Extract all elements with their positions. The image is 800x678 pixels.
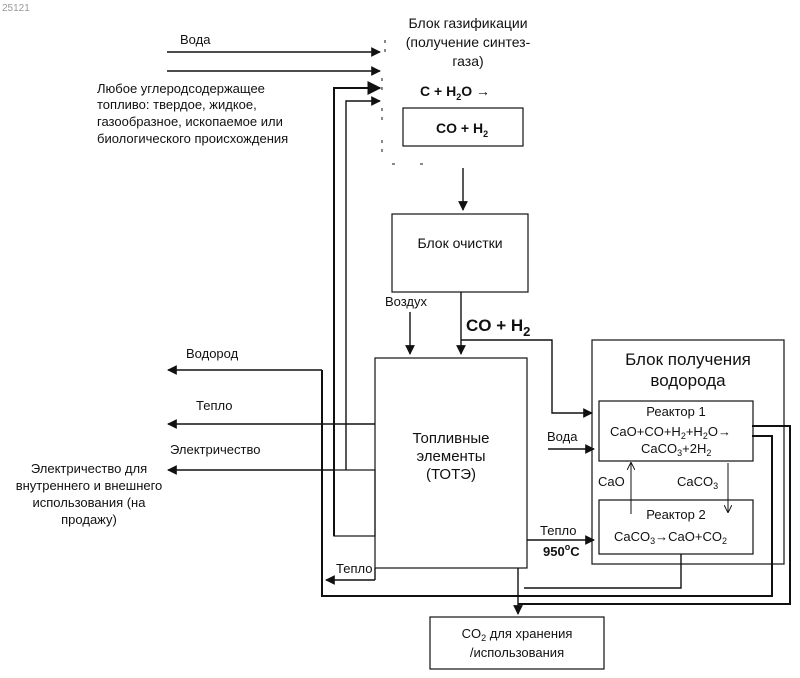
heat-return-label: Тепло — [336, 561, 372, 576]
fuel-label-line-4: биологического происхождения — [97, 131, 288, 146]
hydrogen-production-block: Блок получения водорода Реактор 1 CaO+CO… — [547, 340, 784, 564]
electricity-use-line-3: использования (на — [33, 495, 147, 510]
reactor-1-equation-line-2: CaCO3+2H2 — [641, 441, 711, 458]
fuel-cell-title-line-1: Топливные — [413, 430, 490, 447]
reactor-1-title: Реактор 1 — [646, 404, 706, 419]
hydrogen-block-water-label: Вода — [547, 429, 578, 444]
co2-box-line-2: /использования — [470, 645, 564, 660]
electricity-junction-box — [334, 470, 375, 536]
reactor-2-title: Реактор 2 — [646, 507, 706, 522]
electricity-use-line-4: продажу) — [61, 512, 117, 527]
co2-storage-block: CO2 для хранения /использования — [430, 617, 604, 669]
reactor-1-equation-line-1: CaO+CO+H2+H2O→ — [610, 424, 731, 441]
heat-to-reactor-label: Тепло — [540, 523, 576, 538]
cleaning-title: Блок очистки — [417, 235, 502, 251]
cao-transfer-label: CaO — [598, 474, 625, 489]
fuel-label-line-2: топливо: твердое, жидкое, — [97, 97, 257, 112]
hydrogen-output-label: Водород — [186, 346, 239, 361]
cleaning-block: Блок очистки — [392, 214, 528, 292]
gasification-reaction-top: C + H2O → — [420, 83, 490, 102]
fuel-label-line-1: Любое углеродсодержащее — [97, 81, 265, 96]
gasification-reaction-product: CO + H2 — [436, 120, 488, 139]
caco3-transfer-label: CaCO3 — [677, 474, 718, 491]
gasification-title-line-1: Блок газификации — [408, 15, 527, 31]
electricity-use-line-2: внутреннего и внешнего — [16, 478, 163, 493]
gasification-title-line-3: газа) — [452, 53, 483, 69]
heat-output-label: Тепло — [196, 398, 232, 413]
fuel-label-line-3: газообразное, ископаемое или — [97, 114, 283, 129]
water-input-label: Вода — [180, 32, 211, 47]
gasification-title-line-2: (получение синтез- — [406, 34, 531, 50]
watermark-text: 25121 — [2, 3, 30, 14]
reactor-2-equation: CaCO3→CaO+CO2 — [614, 529, 727, 546]
temperature-label: 950oC — [543, 542, 580, 559]
hydrogen-block-title-line-1: Блок получения — [625, 350, 751, 369]
fuel-cell-title-line-3: (ТОТЭ) — [426, 466, 476, 483]
electricity-use-line-1: Электричество для — [31, 461, 147, 476]
co2-box-line-1: CO2 для хранения — [462, 626, 573, 643]
gasification-block: Блок газификации (получение синтез- газа… — [382, 15, 531, 164]
hydrogen-block-title-line-2: водорода — [650, 371, 726, 390]
air-label: Воздух — [385, 294, 428, 309]
syngas-label: CO + H2 — [466, 316, 530, 339]
fuel-cell-title-line-2: элементы — [416, 448, 485, 465]
electricity-output-label: Электричество — [170, 442, 260, 457]
fuel-cell-block: Топливные элементы (ТОТЭ) — [375, 358, 527, 568]
